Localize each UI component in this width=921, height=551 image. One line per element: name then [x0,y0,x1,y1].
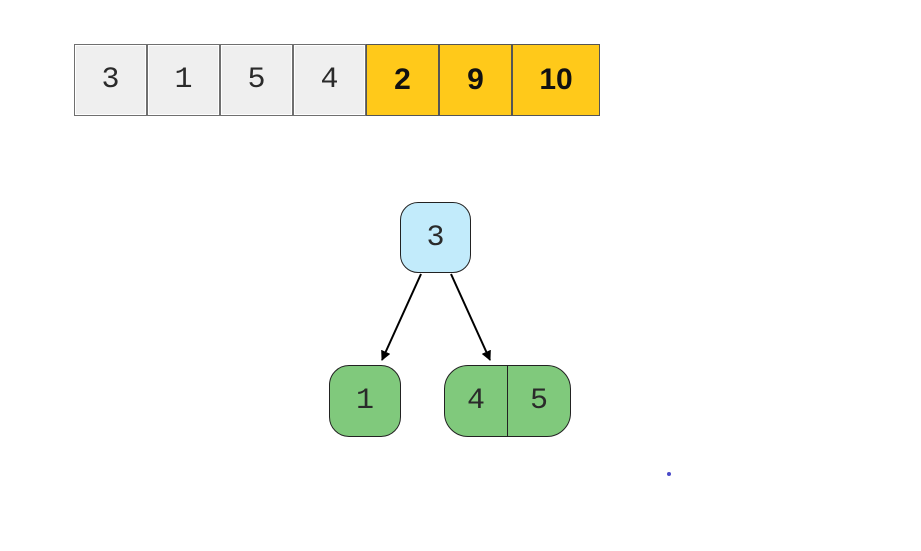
array-cell-sorted: 9 [439,44,512,116]
tree-left-node: 1 [329,365,401,437]
array-cell: 1 [147,44,220,116]
edge-root-right [450,273,491,361]
stray-dot [667,472,671,476]
array-cell-sorted: 10 [512,44,600,116]
tree-right-node-value: 4 [466,384,485,418]
array-cell: 4 [293,44,366,116]
edge-root-left [381,273,422,361]
tree-right-node-value: 5 [507,366,570,436]
array-cell: 3 [74,44,147,116]
array-strip: 3 1 5 4 2 9 10 [74,44,600,118]
array-cell-sorted: 2 [366,44,439,116]
tree-root-node: 3 [400,202,471,273]
array-cell: 5 [220,44,293,116]
tree-right-node: 4 5 [444,365,571,437]
